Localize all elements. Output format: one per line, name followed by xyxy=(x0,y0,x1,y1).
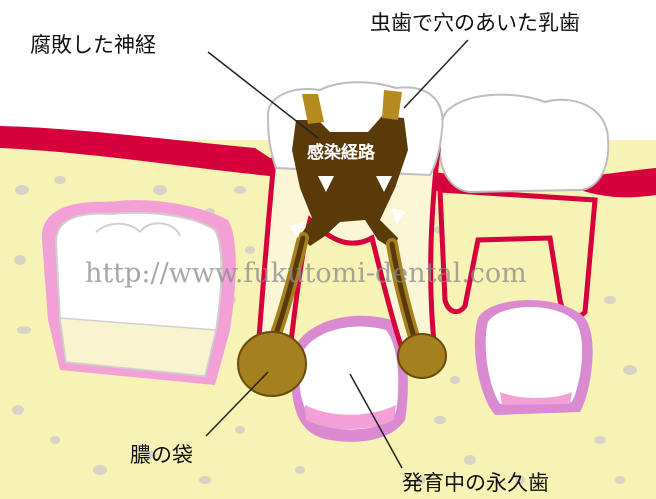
pus-sac-left xyxy=(238,332,306,396)
left-developing-tooth xyxy=(42,200,236,385)
label-decayed-baby-tooth: 虫歯で穴のあいた乳歯 xyxy=(370,11,580,35)
label-pus-sac: 膿の袋 xyxy=(130,443,193,467)
label-developing-permanent-tooth: 発育中の永久歯 xyxy=(402,471,549,495)
label-infection-route: 感染経路 xyxy=(307,142,376,163)
right-developing-tooth xyxy=(475,300,593,415)
pus-sac-right xyxy=(398,334,446,378)
label-necrotic-nerve: 腐敗した神経 xyxy=(30,33,156,57)
watermark: http://www.fukutomi-dental.com xyxy=(85,258,527,289)
middle-developing-tooth xyxy=(291,316,408,442)
